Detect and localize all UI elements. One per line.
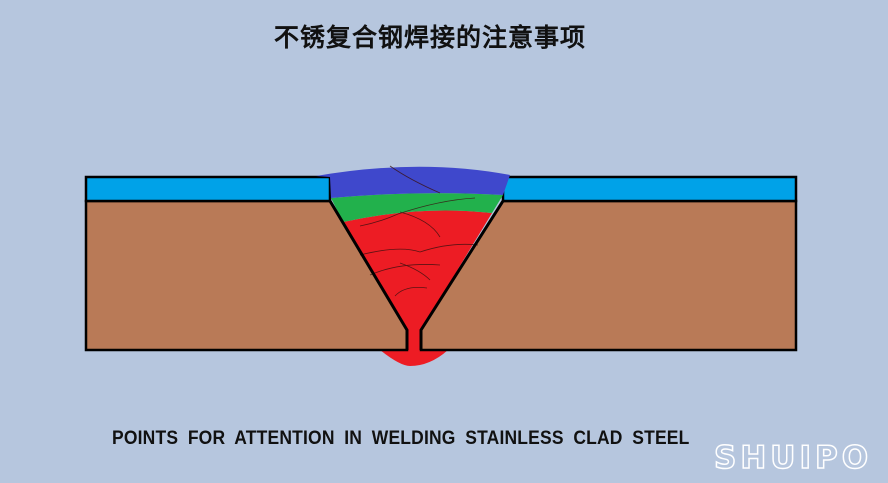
weld-metal	[316, 165, 510, 350]
right-cladding	[501, 175, 798, 203]
english-caption: POINTS FOR ATTENTION IN WELDING STAINLES…	[112, 428, 690, 449]
transition-weld-zone	[331, 193, 503, 222]
cover-weld-zone	[316, 166, 510, 198]
root-bead	[380, 350, 448, 366]
base-weld-zone	[343, 210, 492, 350]
page-title: 不锈复合钢焊接的注意事项	[273, 23, 586, 52]
left-cladding	[84, 175, 332, 203]
watermark-logo: SHUIPO	[713, 439, 873, 477]
